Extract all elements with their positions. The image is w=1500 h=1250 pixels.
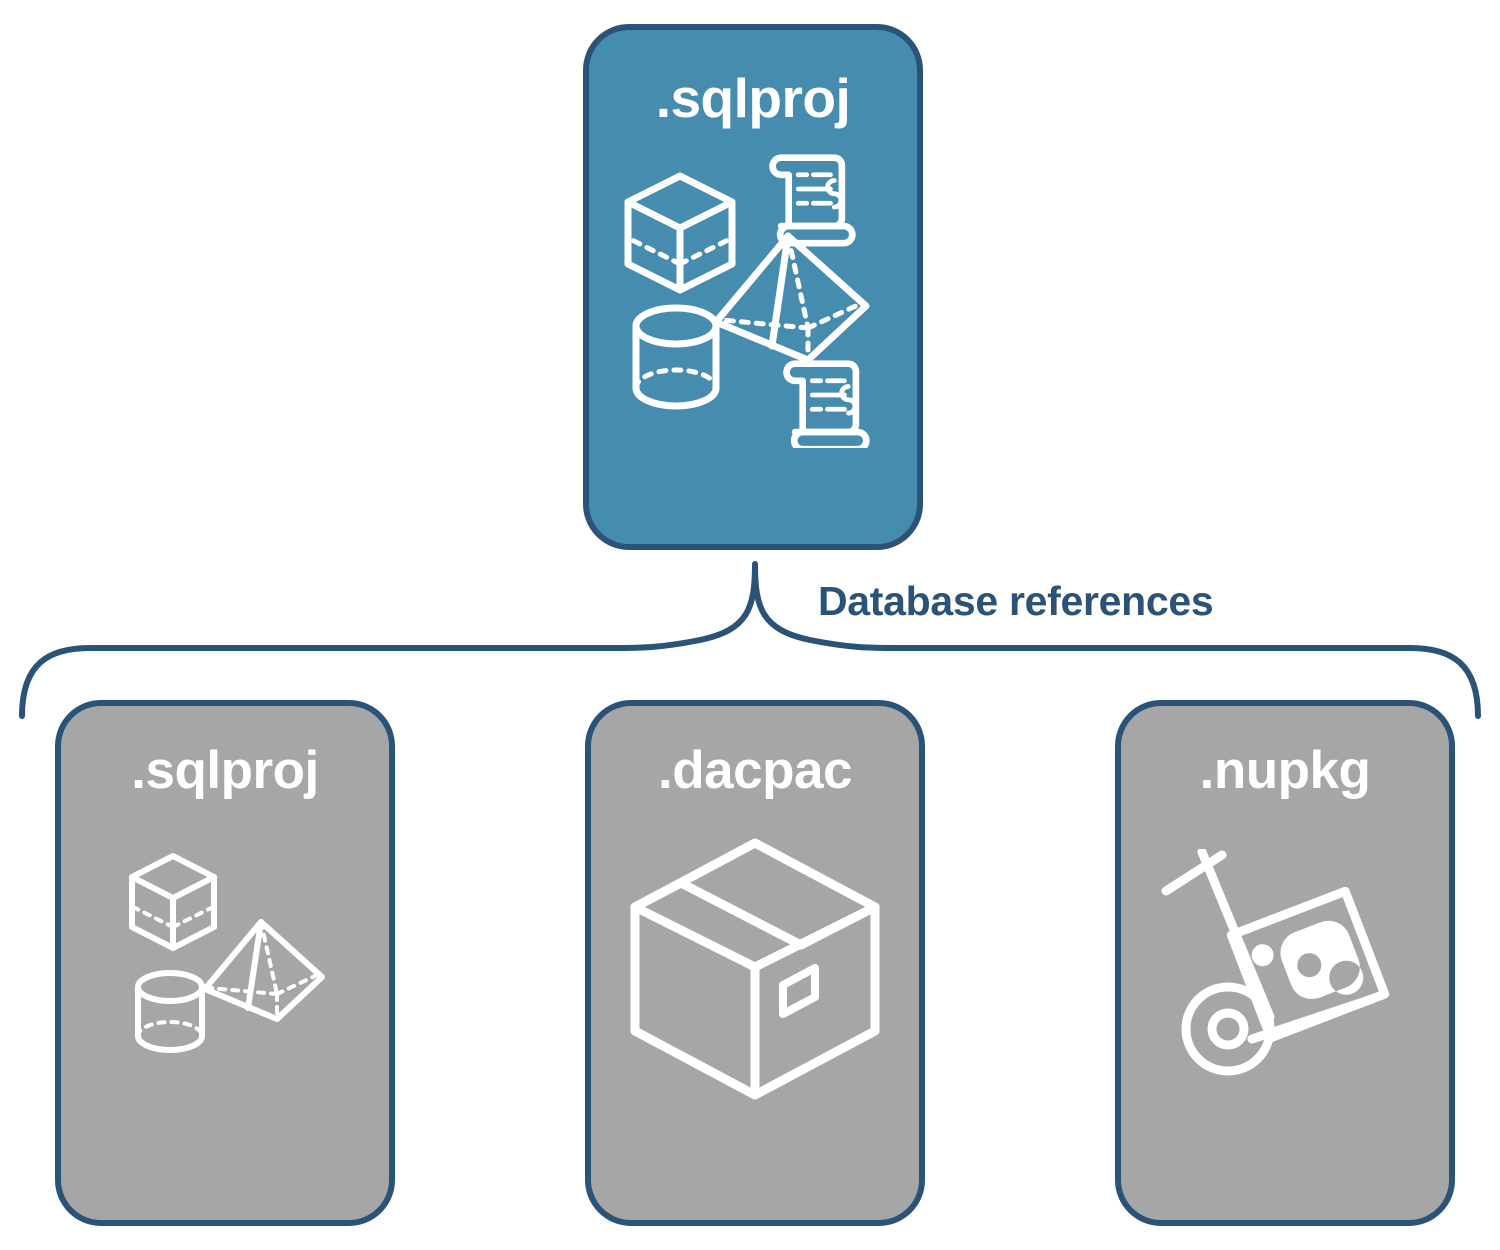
database-objects-illustration	[624, 154, 870, 448]
cylinder-icon	[135, 970, 205, 1053]
sqlproj-reference-card[interactable]: .sqlproj	[55, 700, 395, 1226]
dacpac-reference-card-artwork	[591, 801, 919, 1220]
package-box-icon	[630, 838, 880, 1100]
cube-icon	[129, 853, 217, 951]
nuget-package-icon	[1226, 886, 1390, 1043]
nupkg-reference-card-artwork	[1121, 801, 1449, 1220]
sqlproj-reference-card-title: .sqlproj	[131, 741, 319, 800]
hand-truck-icon	[1161, 849, 1390, 1076]
pyramid-icon	[712, 232, 870, 364]
pyramid-icon	[202, 919, 325, 1022]
cylinder-icon	[632, 304, 720, 410]
dacpac-reference-card[interactable]: .dacpac	[585, 700, 925, 1226]
scroll-icon	[769, 154, 856, 247]
nupkg-reference-card[interactable]: .nupkg	[1115, 700, 1455, 1226]
scroll-icon	[783, 360, 870, 448]
dacpac-reference-card-title: .dacpac	[658, 741, 852, 800]
nupkg-reference-card-title: .nupkg	[1199, 741, 1371, 800]
sqlproj-source-card-title: .sqlproj	[655, 67, 851, 129]
cube-icon	[624, 172, 736, 294]
sqlproj-source-card-artwork	[589, 130, 917, 544]
database-objects-illustration	[129, 853, 325, 1053]
sqlproj-reference-card-artwork	[61, 801, 389, 1220]
database-references-label: Database references	[818, 578, 1214, 624]
sqlproj-source-card[interactable]: .sqlproj	[583, 24, 923, 550]
